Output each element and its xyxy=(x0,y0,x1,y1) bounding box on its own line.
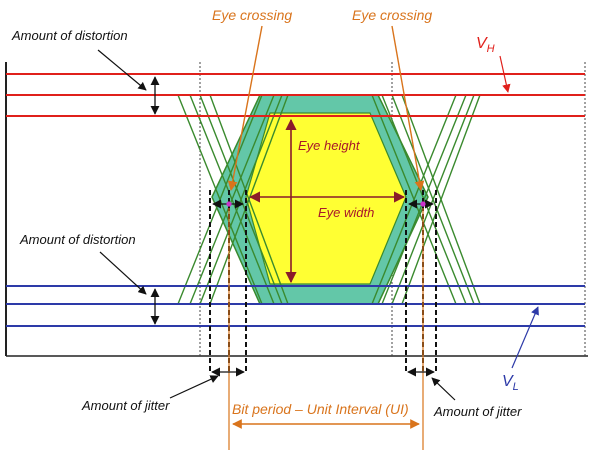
vh-label: VH xyxy=(476,35,495,55)
eye-width-label: Eye width xyxy=(318,205,374,220)
vh-letter: V xyxy=(476,35,488,52)
eye-crossing-pointer-right xyxy=(391,25,425,191)
jitter-label-right: Amount of jitter xyxy=(433,404,522,419)
jitter-pointer-left xyxy=(169,375,219,399)
distortion-pointer-bottom xyxy=(99,251,147,295)
distortion-label-bottom: Amount of distortion xyxy=(19,232,136,247)
distortion-pointer-top xyxy=(97,49,147,91)
jitter-pointer-right xyxy=(431,377,456,401)
eye-crossing-label-right: Eye crossing xyxy=(352,7,432,23)
eye-height-label: Eye height xyxy=(298,138,361,153)
eye-crossing-pointer-left xyxy=(227,25,263,191)
vl-letter: V xyxy=(502,373,514,390)
jitter-label-left: Amount of jitter xyxy=(81,398,170,413)
vh-pointer xyxy=(499,55,511,93)
vl-subscript: L xyxy=(513,381,519,393)
distortion-label-top: Amount of distortion xyxy=(11,28,128,43)
bit-period-label: Bit period – Unit Interval (UI) xyxy=(232,401,409,417)
crossing-marker-left xyxy=(226,201,232,207)
vh-subscript: H xyxy=(487,43,495,55)
vl-label: VL xyxy=(502,373,519,393)
crossing-marker-right xyxy=(420,201,426,207)
vl-pointer xyxy=(511,306,539,369)
eye-crossing-label-left: Eye crossing xyxy=(212,7,292,23)
